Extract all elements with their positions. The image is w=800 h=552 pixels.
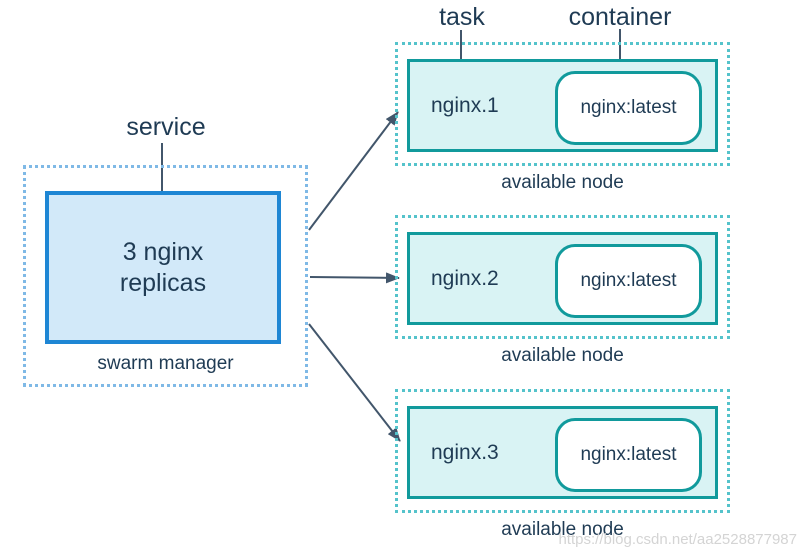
service-box-text-line1: 3 nginx: [122, 237, 204, 266]
node-1-container-box: nginx:latest: [555, 71, 702, 145]
watermark-text: https://blog.csdn.net/aa2528877987: [558, 531, 797, 548]
node-2-box: nginx.2 nginx:latest: [407, 232, 718, 325]
service-label: service: [126, 113, 206, 141]
node-2-caption: available node: [501, 345, 624, 366]
node-3-box: nginx.3 nginx:latest: [407, 406, 718, 499]
node-2-container-image: nginx:latest: [580, 270, 677, 291]
container-label: container: [568, 3, 672, 31]
node-1-group: nginx.1 nginx:latest available node: [395, 42, 730, 197]
node-1-task-name: nginx.1: [431, 93, 499, 117]
swarm-manager-dotted-border: [23, 165, 308, 387]
arrow-to-node-1: [308, 111, 399, 231]
node-2-container-box: nginx:latest: [555, 244, 702, 318]
node-2-task-name: nginx.2: [431, 266, 499, 290]
swarm-manager-caption: swarm manager: [97, 353, 234, 374]
node-1-dotted-border: [395, 42, 730, 166]
service-box-text-line2: replicas: [119, 268, 207, 297]
arrow-to-node-3: [308, 323, 401, 442]
node-3-group: nginx.3 nginx:latest available node: [395, 389, 730, 544]
node-1-caption: available node: [501, 172, 624, 193]
node-3-container-image: nginx:latest: [580, 444, 677, 465]
node-3-dotted-border: [395, 389, 730, 513]
arrow-to-node-2: [309, 272, 400, 284]
node-1-box: nginx.1 nginx:latest: [407, 59, 718, 152]
node-2-group: nginx.2 nginx:latest available node: [395, 215, 730, 370]
node-3-container-box: nginx:latest: [555, 418, 702, 492]
node-1-container-image: nginx:latest: [580, 97, 677, 118]
task-label: task: [439, 3, 485, 31]
node-2-dotted-border: [395, 215, 730, 339]
node-3-caption: available node: [501, 519, 624, 540]
service-box: 3 nginx replicas: [45, 191, 281, 344]
swarm-manager-group: 3 nginx replicas swarm manager: [23, 165, 308, 387]
node-3-task-name: nginx.3: [431, 440, 499, 464]
